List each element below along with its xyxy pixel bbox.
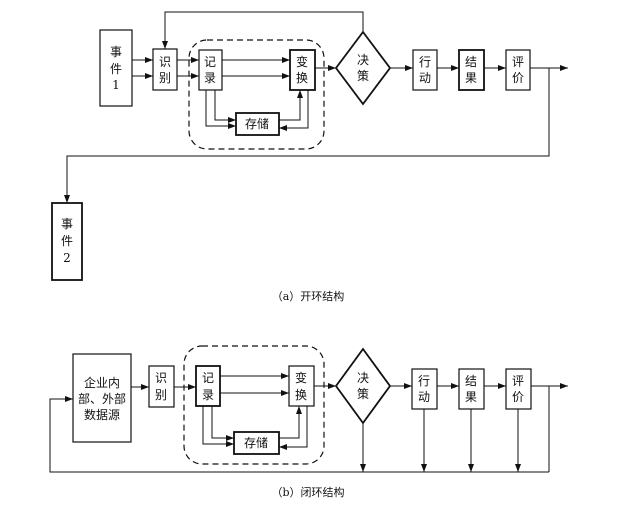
event1-line3: 1: [112, 78, 120, 92]
evaluate-line2-a: 价: [512, 71, 524, 85]
record-line2-a: 录: [204, 71, 216, 85]
result-box-b: [458, 368, 485, 410]
identify-line2-a: 别: [159, 71, 171, 85]
decide-line1-b: 决: [357, 371, 369, 385]
processing-group-b: [183, 345, 325, 465]
identify-box-a: [152, 48, 178, 91]
storage-box-b: [233, 431, 280, 455]
record-line1-a: 记: [204, 55, 216, 69]
action-line2-a: 动: [419, 71, 431, 85]
result-line1-b: 结: [465, 374, 477, 388]
result-line2-a: 果: [465, 71, 477, 85]
event2-line3: 2: [63, 251, 71, 265]
transform-line1-b: 变: [295, 370, 307, 385]
record-box-b: [195, 365, 221, 407]
action-box-b: [411, 368, 438, 410]
decide-line1-a: 决: [357, 53, 369, 67]
storage-box-a: [235, 112, 280, 136]
open-loop-diagram: 事 件 1 识 别 记 录 变 换 存储 决 策 行 动 结 果 评 价: [51, 11, 568, 303]
storage-label-a: 存储: [245, 116, 269, 131]
processing-group-a: [188, 39, 325, 150]
result-line2-b: 果: [465, 390, 477, 404]
action-box-a: [412, 49, 438, 91]
decide-line2-b: 策: [357, 387, 369, 401]
action-line1-a: 行: [419, 55, 431, 69]
source-line1: 企业内: [84, 375, 120, 390]
event1-line1: 事: [110, 45, 122, 59]
decide-line2-a: 策: [357, 69, 369, 83]
closed-loop-diagram: 企业内 部、外部 数据源 识 别 记 录 变 换 存储 决 策 行 动 结 果 …: [49, 345, 568, 499]
identify-line1-a: 识: [159, 55, 171, 69]
record-box-a: [198, 49, 223, 91]
source-line3: 数据源: [84, 407, 120, 422]
source-line2: 部、外部: [78, 391, 126, 406]
open-loop-connectors: [64, 11, 568, 203]
result-line1-a: 结: [465, 55, 477, 69]
transform-box-b: [288, 365, 315, 407]
record-line2-b: 录: [202, 388, 214, 402]
evaluate-box-b: [505, 368, 532, 410]
evaluate-box-a: [505, 49, 531, 91]
evaluate-line2-b: 价: [512, 390, 524, 404]
closed-loop-connectors: [49, 373, 568, 473]
action-line2-b: 动: [418, 390, 430, 404]
transform-line2-b: 换: [295, 388, 307, 402]
action-line1-b: 行: [418, 374, 430, 388]
identify-line2-b: 别: [155, 388, 167, 402]
storage-label-b: 存储: [244, 435, 268, 450]
event1-box: [99, 29, 133, 107]
identify-line1-b: 识: [155, 371, 167, 385]
event2-line2: 件: [61, 234, 73, 248]
event1-line2: 件: [110, 62, 122, 76]
identify-box-b: [148, 365, 175, 408]
result-box-a: [458, 49, 485, 91]
source-box: [72, 353, 132, 443]
transform-line1-a: 变: [296, 54, 308, 69]
caption-closed-loop: （b）闭环结构: [271, 485, 344, 499]
transform-line2-a: 换: [296, 71, 308, 85]
record-line1-b: 记: [202, 371, 214, 385]
evaluate-line1-b: 评: [512, 374, 524, 388]
decide-diamond-b: [334, 347, 392, 425]
event2-line1: 事: [61, 217, 73, 231]
evaluate-line1-a: 评: [512, 55, 524, 69]
caption-open-loop: （a）开环结构: [272, 289, 345, 303]
decide-diamond-a: [334, 30, 392, 106]
